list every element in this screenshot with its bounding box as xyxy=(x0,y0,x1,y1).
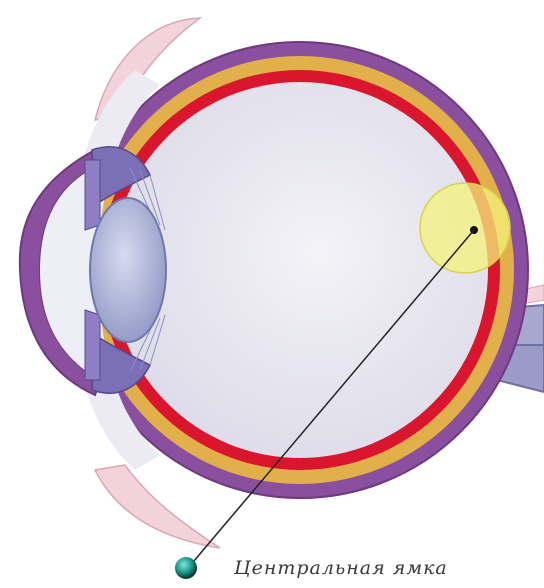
vitreous-body xyxy=(112,82,488,458)
callout-dot xyxy=(175,557,197,579)
fovea-highlight xyxy=(420,183,510,273)
lens xyxy=(90,198,166,342)
callout-label: Центральная ямка xyxy=(233,557,448,579)
